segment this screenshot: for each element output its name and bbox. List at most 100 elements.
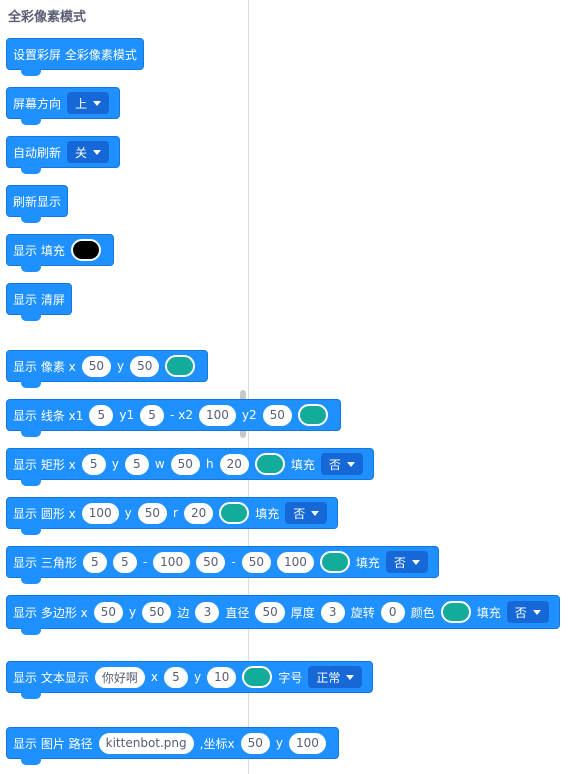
- x-input[interactable]: 50: [93, 601, 124, 623]
- y-input[interactable]: 50: [137, 502, 168, 524]
- caret-down-icon: [346, 461, 355, 467]
- workspace-divider: [248, 0, 249, 774]
- color-swatch-teal[interactable]: [165, 355, 196, 377]
- block-label: 刷新显示: [13, 194, 62, 209]
- c1-input[interactable]: 50: [241, 551, 271, 573]
- y2-label: y2: [241, 408, 257, 422]
- x1-input[interactable]: 5: [89, 404, 114, 426]
- block-label: 显示 填充: [13, 243, 65, 258]
- color-swatch-teal[interactable]: [440, 601, 471, 623]
- draw-rect-block[interactable]: 显示 矩形 x 5 y 5 w 50 h 20 填充 否: [6, 448, 374, 486]
- block-label: 显示 清屏: [13, 292, 65, 307]
- c2-input[interactable]: 100: [276, 551, 314, 573]
- diameter-label: 直径: [225, 605, 250, 620]
- separator: -: [231, 555, 236, 569]
- coord-x-label: ,坐标x: [199, 736, 235, 751]
- fill-label: 填充: [255, 506, 280, 521]
- w-input[interactable]: 50: [170, 453, 200, 475]
- block-label: 显示 图片 路径: [13, 736, 93, 751]
- diameter-input[interactable]: 50: [255, 601, 285, 623]
- block-label: 设置彩屏 全彩像素模式: [13, 47, 137, 62]
- orientation-dropdown[interactable]: 上: [67, 92, 110, 114]
- draw-line-block[interactable]: 显示 线条 x1 5 y1 5 - x2 100 y2 50: [6, 399, 341, 437]
- separator: -: [142, 555, 148, 569]
- color-swatch-teal[interactable]: [219, 502, 250, 524]
- a2-input[interactable]: 5: [112, 551, 137, 573]
- x-input[interactable]: 5: [163, 666, 188, 688]
- r-input[interactable]: 20: [183, 502, 214, 524]
- y-label: y: [111, 457, 119, 471]
- x-label: x: [150, 670, 158, 684]
- block-label: 显示 像素 x: [13, 359, 76, 374]
- thickness-label: 厚度: [290, 605, 315, 620]
- x-input[interactable]: 100: [81, 502, 119, 524]
- fill-label: 填充: [476, 605, 501, 620]
- color-swatch-teal[interactable]: [319, 551, 350, 573]
- fill-label: 填充: [290, 457, 315, 472]
- block-label: 显示 圆形 x: [13, 506, 76, 521]
- block-label: 自动刷新: [13, 145, 62, 160]
- x2-input[interactable]: 100: [199, 404, 236, 426]
- set-screen-block[interactable]: 设置彩屏 全彩像素模式: [6, 38, 144, 76]
- clear-screen-block[interactable]: 显示 清屏: [6, 283, 72, 321]
- draw-polygon-block[interactable]: 显示 多边形 x 50 y 50 边 3 直径 50 厚度 3 旋转 0 颜色 …: [6, 595, 560, 635]
- b2-input[interactable]: 50: [196, 551, 226, 573]
- dropdown-value: 正常: [316, 670, 341, 685]
- dropdown-value: 关: [75, 145, 88, 160]
- block-label: 显示 三角形: [13, 555, 77, 570]
- refresh-display-block[interactable]: 刷新显示: [6, 185, 69, 223]
- text-input[interactable]: 你好啊: [94, 666, 145, 688]
- auto-refresh-block[interactable]: 自动刷新 关: [6, 136, 121, 174]
- caret-down-icon: [93, 149, 102, 155]
- draw-image-block[interactable]: 显示 图片 路径 kittenbot.png ,坐标x 50 y 100: [6, 727, 339, 765]
- color-swatch-teal[interactable]: [242, 666, 273, 688]
- draw-triangle-block[interactable]: 显示 三角形 5 5 - 100 50 - 50 100 填充 否: [6, 546, 439, 584]
- rotation-input[interactable]: 0: [380, 601, 405, 623]
- thickness-input[interactable]: 3: [320, 601, 345, 623]
- y-input[interactable]: 50: [142, 601, 172, 623]
- block-label: 屏幕方向: [13, 96, 62, 111]
- auto-refresh-dropdown[interactable]: 关: [67, 141, 110, 163]
- x-input[interactable]: 5: [81, 453, 106, 475]
- draw-text-block[interactable]: 显示 文本显示 你好啊 x 5 y 10 字号 正常: [6, 661, 374, 699]
- color-swatch-teal[interactable]: [254, 453, 285, 475]
- h-input[interactable]: 20: [219, 453, 249, 475]
- y1-input[interactable]: 5: [140, 404, 165, 426]
- font-size-dropdown[interactable]: 正常: [308, 666, 363, 688]
- draw-pixel-block[interactable]: 显示 像素 x 50 y 50: [6, 350, 209, 388]
- fill-dropdown[interactable]: 否: [285, 502, 328, 524]
- fill-screen-block[interactable]: 显示 填充: [6, 234, 114, 272]
- color-swatch-black[interactable]: [70, 239, 101, 261]
- y-input[interactable]: 100: [288, 732, 326, 754]
- dropdown-value: 否: [393, 555, 406, 570]
- y-input[interactable]: 50: [130, 355, 160, 377]
- r-label: r: [173, 506, 178, 520]
- fill-dropdown[interactable]: 否: [385, 551, 428, 573]
- draw-circle-block[interactable]: 显示 圆形 x 100 y 50 r 20 填充 否: [6, 497, 339, 535]
- fill-dropdown[interactable]: 否: [320, 453, 363, 475]
- fill-dropdown[interactable]: 否: [506, 601, 549, 623]
- b1-input[interactable]: 100: [153, 551, 191, 573]
- y-input[interactable]: 5: [124, 453, 149, 475]
- screen-orientation-block[interactable]: 屏幕方向 上: [6, 87, 121, 125]
- y1-label: y1: [119, 408, 135, 422]
- category-title: 全彩像素模式: [8, 10, 87, 25]
- x-input[interactable]: 50: [81, 355, 112, 377]
- caret-down-icon: [411, 559, 420, 565]
- a1-input[interactable]: 5: [82, 551, 107, 573]
- color-swatch-teal[interactable]: [297, 404, 328, 426]
- side-input[interactable]: 3: [195, 601, 220, 623]
- w-label: w: [154, 457, 165, 471]
- dropdown-value: 否: [293, 506, 306, 521]
- color-label: 颜色: [410, 605, 435, 620]
- block-label: 显示 多边形 x: [13, 605, 88, 620]
- y2-input[interactable]: 50: [262, 404, 292, 426]
- x-input[interactable]: 50: [240, 732, 270, 754]
- dropdown-value: 上: [75, 96, 88, 111]
- image-path-input[interactable]: kittenbot.png: [98, 732, 194, 754]
- rotation-label: 旋转: [350, 605, 375, 620]
- h-label: h: [205, 457, 214, 471]
- font-size-label: 字号: [278, 670, 303, 685]
- dropdown-value: 否: [514, 605, 527, 620]
- y-input[interactable]: 10: [207, 666, 237, 688]
